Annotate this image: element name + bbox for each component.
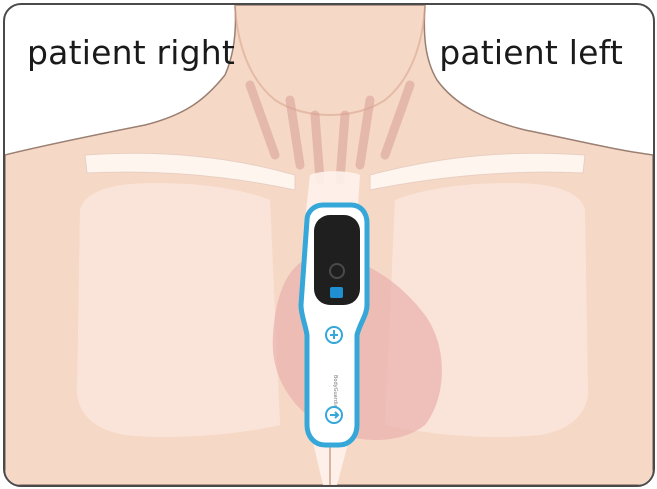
- chest-illustration: BodyGuardian mini: [5, 5, 653, 485]
- patient-left-label: patient left: [439, 33, 623, 72]
- patient-right-label: patient right: [27, 33, 235, 72]
- ecg-patch-device: BodyGuardian mini: [301, 205, 367, 445]
- illustration-frame: BodyGuardian mini patient right patient …: [3, 3, 655, 487]
- right-lung: [77, 183, 280, 437]
- status-button: [330, 287, 343, 298]
